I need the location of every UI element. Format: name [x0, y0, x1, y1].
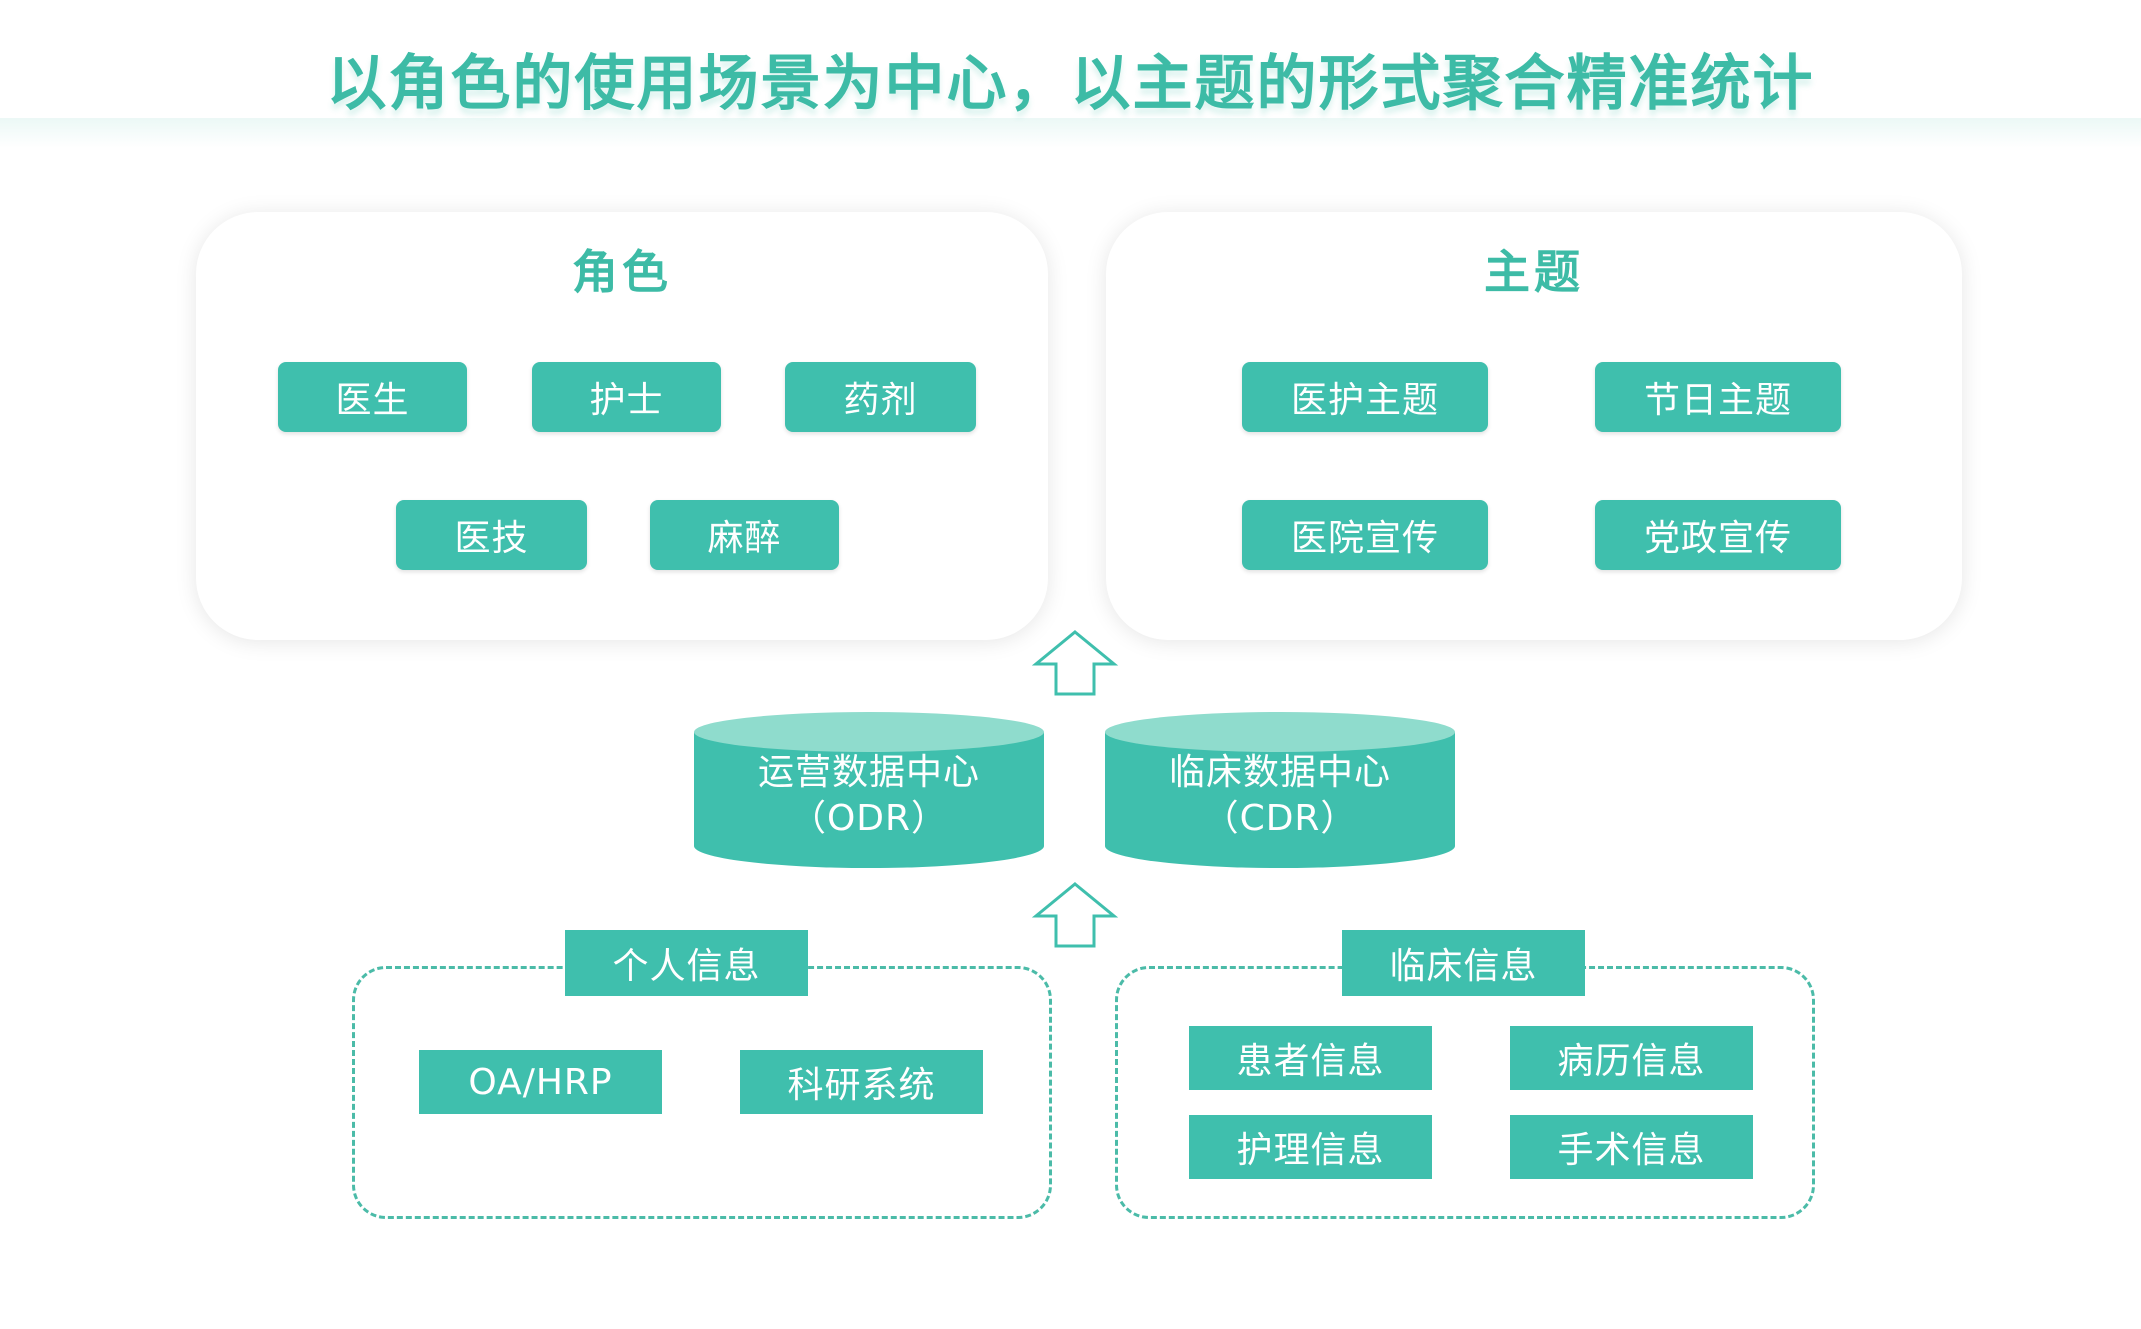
topics-panel: 主题 医护主题 节日主题 医院宣传 党政宣传: [1106, 212, 1962, 640]
nursing-info-box: 护理信息: [1189, 1115, 1432, 1179]
role-doctor: 医生: [278, 362, 467, 432]
up-arrow-top-icon: [1031, 630, 1119, 696]
surgery-info-box: 手术信息: [1510, 1115, 1753, 1179]
topics-title: 主题: [1484, 245, 1584, 299]
clinical-info-label: 临床信息: [1342, 930, 1585, 996]
research-system-box: 科研系统: [740, 1050, 983, 1114]
page-title: 以角色的使用场景为中心，以主题的形式聚合精准统计: [326, 49, 1815, 119]
roles-panel: 角色 医生 护士 药剂 医技 麻醉: [196, 212, 1048, 640]
odr-name: 运营数据中心: [757, 752, 980, 793]
cdr-label: 临床数据中心 （CDR）: [1103, 750, 1457, 842]
role-anesthesia: 麻醉: [650, 500, 839, 570]
odr-label: 运营数据中心 （ODR）: [692, 750, 1046, 842]
role-technician: 医技: [396, 500, 587, 570]
oa-hrp-box: OA/HRP: [419, 1050, 662, 1114]
cdr-abbr: （CDR）: [1202, 798, 1358, 839]
personal-info-label: 个人信息: [565, 930, 808, 996]
topic-holiday: 节日主题: [1595, 362, 1841, 432]
topic-medical: 医护主题: [1242, 362, 1488, 432]
odr-abbr: （ODR）: [789, 798, 949, 839]
medical-record-box: 病历信息: [1510, 1026, 1753, 1090]
role-pharmacy: 药剂: [785, 362, 976, 432]
patient-info-box: 患者信息: [1189, 1026, 1432, 1090]
up-arrow-bottom-icon: [1031, 882, 1119, 948]
topic-party-promo: 党政宣传: [1595, 500, 1841, 570]
odr-database-icon: [694, 712, 1044, 868]
topic-hospital-promo: 医院宣传: [1242, 500, 1488, 570]
clinical-info-group: [1115, 966, 1815, 1219]
roles-title: 角色: [572, 245, 672, 299]
cdr-database-icon: [1105, 712, 1455, 868]
cdr-name: 临床数据中心: [1168, 752, 1391, 793]
role-nurse: 护士: [532, 362, 721, 432]
title-wrap: 以角色的使用场景为中心，以主题的形式聚合精准统计: [0, 44, 2141, 124]
